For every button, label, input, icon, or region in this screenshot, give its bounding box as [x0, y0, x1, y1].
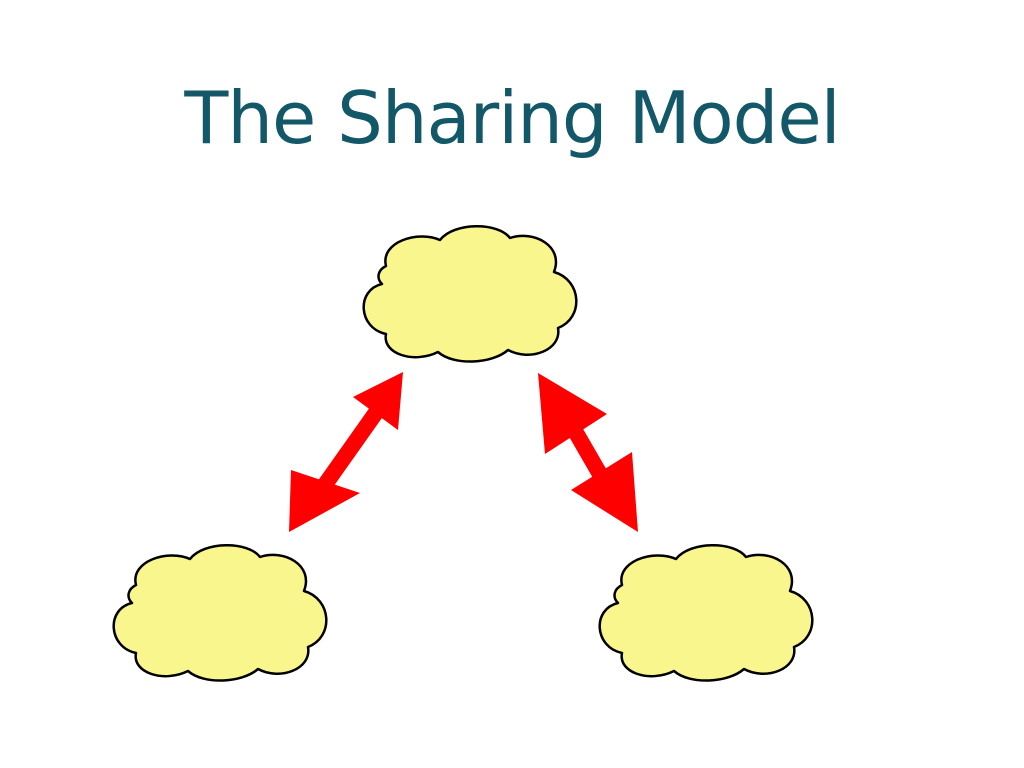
- cloud-bottom-left: [112, 543, 328, 682]
- arrow-top-to-bottom-left: [289, 372, 403, 532]
- cloud-bottom-right: [598, 543, 814, 682]
- arrow-top-to-bottom-right: [538, 373, 638, 532]
- slide-title: The Sharing Model: [184, 76, 840, 160]
- cloud-top: [362, 224, 578, 363]
